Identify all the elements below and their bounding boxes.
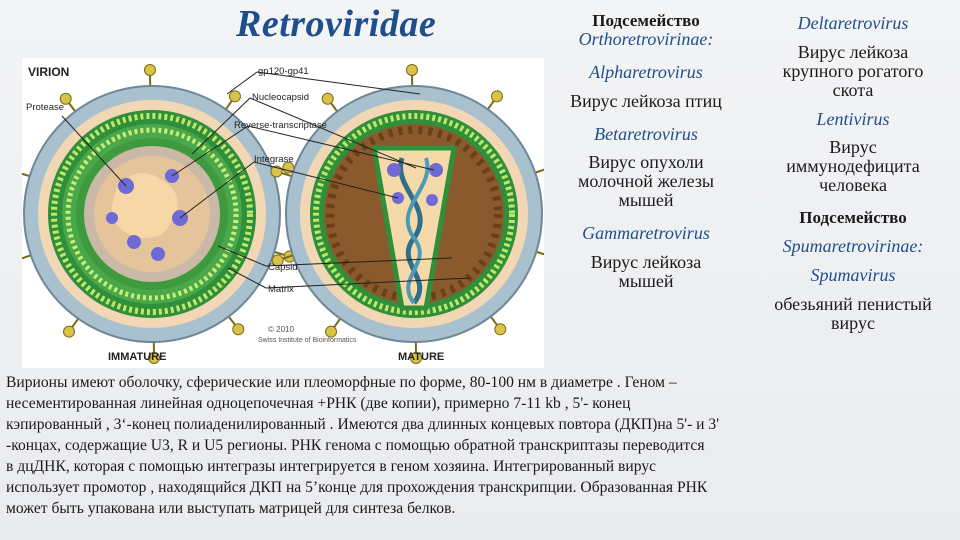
para-line: может быть упакована или выступать матри… [6,500,456,517]
mature-virion [270,64,544,364]
genus-lenti: Lentivirus [816,108,890,129]
subfamily-name-2: Spumaretrovirinae: [782,235,924,256]
gp-spike-icon [494,323,507,336]
gp-spike-icon [63,325,76,338]
gp-spike-icon [321,92,334,105]
delta-desc-1: Вирус лейкоза [797,41,909,62]
lenti-desc-1: Вирус [829,137,877,158]
orthoretrovirinae-column: Подсемейство Orthoretrovirinae: Alpharet… [546,12,746,291]
label-integrase: Integrase [254,154,294,165]
genus-beta: Betaretrovirus [594,123,698,144]
genus-delta: Deltaretrovirus [797,13,909,33]
description-paragraph: Вирионы имеют оболочку, сферические или … [6,372,954,519]
genus-spuma: Spumavirus [810,264,896,285]
gp-spike-icon [228,90,241,103]
copyright: © 2010 [268,325,294,334]
lenti-desc-3: человека [819,175,887,196]
gp-spike-icon [232,323,245,336]
para-line: кэпированный , 3‘-конец полиаденилирован… [6,416,720,433]
para-line: несементированная линейная одноцепочечна… [6,395,631,412]
gp-spike-icon [59,92,72,105]
para-line: в дцДНК, которая с помощью интегразы инт… [6,458,657,475]
subfamily-label-2: Подсемейство [799,208,907,228]
subfamily-label: Подсемейство [592,11,700,30]
beta-desc-3: мышей [618,190,674,211]
immature-virion [22,64,296,364]
spuma-desc-2: вирус [831,312,875,333]
gamma-desc-1: Вирус лейкоза [590,251,702,272]
label-rt: Reverse-transcriptase [234,120,327,131]
label-matrix: Matrix [268,284,294,295]
label-nucleocapsid: Nucleocapsid [252,92,309,103]
virion-figure: VIRION [22,58,544,368]
beta-desc-2: молочной железы [577,171,715,192]
right-column: Deltaretrovirus Вирус лейкоза крупного р… [748,14,958,333]
label-gp: gp120-gp41 [258,66,309,77]
para-line: -концах, содержащие U3, R и U5 регионы. … [6,437,705,454]
label-immature: IMMATURE [108,351,166,363]
gp-spike-icon [410,351,423,364]
para-line: использует промотор , находящийся ДКП на… [6,479,708,496]
copyright-org: Swiss Institute of Bioinformatics [258,337,357,344]
gp-spike-icon [325,325,338,338]
gp-spike-icon [490,90,503,103]
delta-desc-2: крупного рогатого [782,60,924,81]
delta-desc-3: скота [832,79,874,100]
genus-alpha: Alpharetrovirus [589,61,703,82]
gamma-desc-2: мышей [618,270,674,291]
genus-gamma: Gammaretrovirus [582,223,710,244]
virion-heading: VIRION [28,65,69,79]
gp-spike-icon [148,351,161,364]
subfamily-name: Orthoretrovirinae: [578,28,714,49]
para-line: Вирионы имеют оболочку, сферические или … [6,374,677,391]
alpha-desc: Вирус лейкоза птиц [570,90,722,111]
page-title: Retroviridae [236,3,437,45]
label-mature: MATURE [398,351,444,363]
label-capsid: Capsid [268,262,298,273]
spuma-desc-1: обезьяний пенистый [774,293,932,314]
beta-desc-1: Вирус опухоли [588,152,704,173]
gp-spike-icon [143,64,156,77]
lenti-desc-2: иммунодефицита [786,156,920,177]
label-protease: Protease [26,102,64,113]
gp-spike-icon [405,64,418,77]
